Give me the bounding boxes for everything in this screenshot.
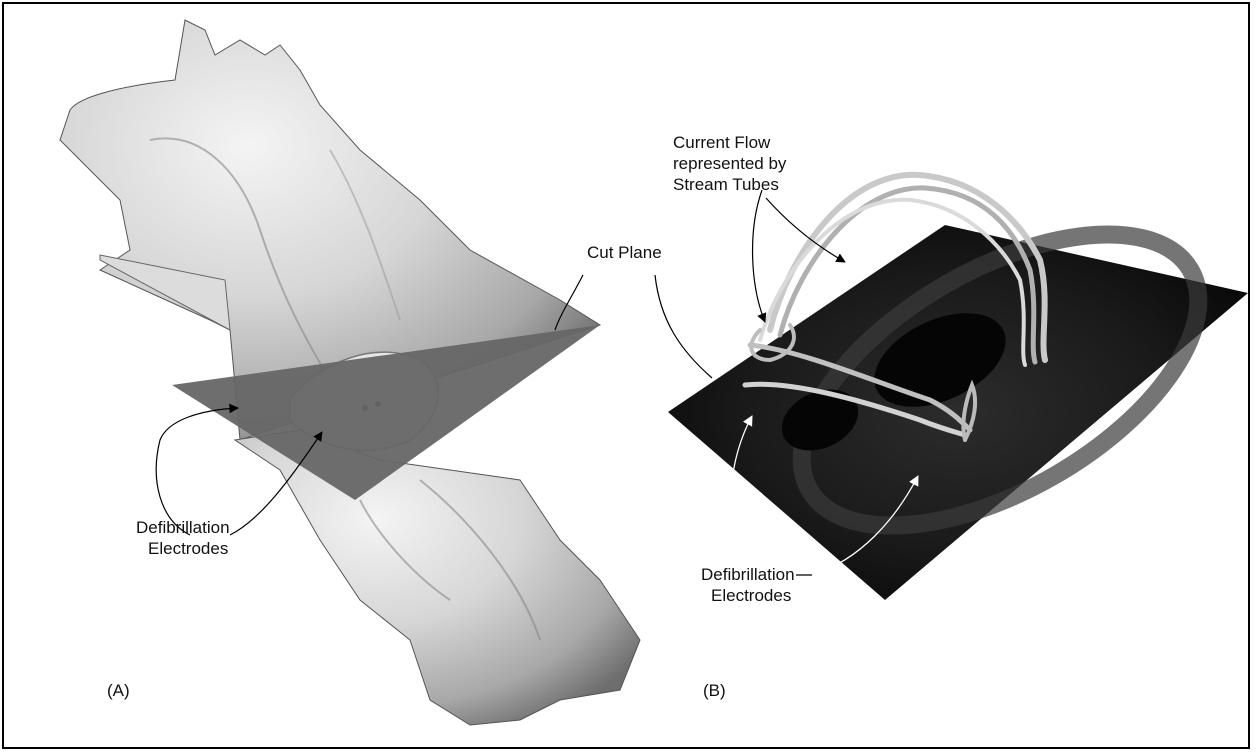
electrodes-label-a-line2: Electrodes [148,538,228,559]
stream-tube-leader-1 [753,190,765,322]
panel-b-label: (B) [703,680,726,701]
electrodes-label-b-line2: Electrodes [710,585,792,606]
current-flow-label-line3: Stream Tubes [673,174,779,195]
electrodes-leader-a1 [156,408,238,535]
cut-plane-leader-b [655,275,712,378]
cut-plane-label: Cut Plane [587,242,662,263]
electrodes-label-b-line1: Defibrillation [700,564,796,585]
current-flow-label-line2: represented by [673,153,786,174]
current-flow-label-line1: Current Flow [673,132,770,153]
electrodes-label-a-line1: Defibrillation [136,517,230,538]
panel-a-label: (A) [107,680,130,701]
torso-lower [235,430,640,725]
